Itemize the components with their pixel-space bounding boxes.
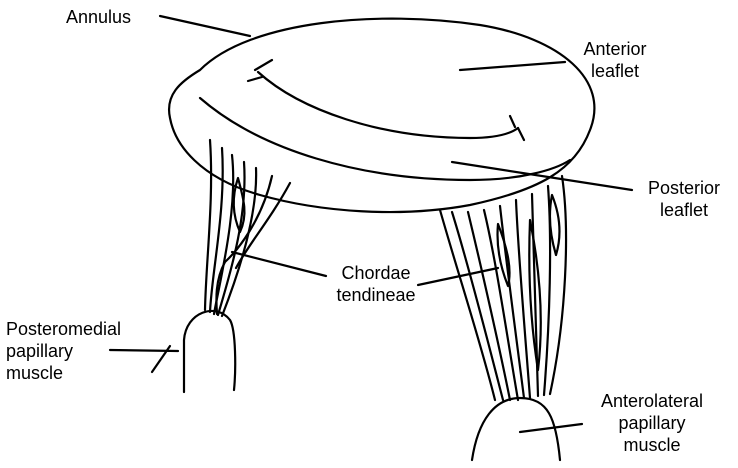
closure-commissure-right-2 [518, 128, 524, 140]
leader-anterolateral [520, 424, 582, 432]
label-posteromedial-line2: papillary [6, 340, 121, 362]
label-anterolateral-muscle: Anterolateral papillary muscle [584, 390, 720, 456]
chordae-right-9 [550, 176, 566, 394]
label-annulus: Annulus [66, 6, 131, 28]
label-chordae-line2: tendineae [326, 284, 426, 306]
leader-chordae-1 [232, 252, 326, 276]
chordae-right-fork-2 [550, 195, 560, 255]
leader-anterior-leaflet [460, 62, 565, 70]
leader-posterior-leaflet [452, 162, 632, 190]
label-posteromedial-line3: muscle [6, 362, 121, 384]
label-posterior-leaflet-line2: leaflet [636, 199, 732, 221]
label-posterior-leaflet: Posterior leaflet [636, 177, 732, 221]
chordae-left-1 [205, 140, 211, 310]
label-chordae-line1: Chordae [326, 262, 426, 284]
label-anterior-leaflet-line1: Anterior [560, 38, 670, 60]
posteromedial-muscle-outline [184, 311, 235, 392]
label-anterior-leaflet-line2: leaflet [560, 60, 670, 82]
label-chordae-tendineae: Chordae tendineae [326, 262, 426, 306]
chordae-right-6 [516, 200, 530, 398]
closure-commissure-left-2 [248, 77, 262, 81]
leader-annulus [160, 16, 250, 36]
closure-commissure-left [255, 60, 272, 70]
label-anterolateral-line3: muscle [584, 434, 720, 456]
chordae-right-2 [452, 212, 503, 400]
label-anterolateral-line2: papillary [584, 412, 720, 434]
label-annulus-text: Annulus [66, 6, 131, 28]
chordae-right-1 [440, 210, 495, 400]
closure-commissure-right [510, 116, 515, 127]
label-posteromedial-muscle: Posteromedial papillary muscle [6, 318, 121, 384]
label-posterior-leaflet-line1: Posterior [636, 177, 732, 199]
label-posteromedial-line1: Posteromedial [6, 318, 121, 340]
label-anterior-leaflet: Anterior leaflet [560, 38, 670, 82]
leaflet-closure-line [258, 72, 518, 138]
label-anterolateral-line1: Anterolateral [584, 390, 720, 412]
